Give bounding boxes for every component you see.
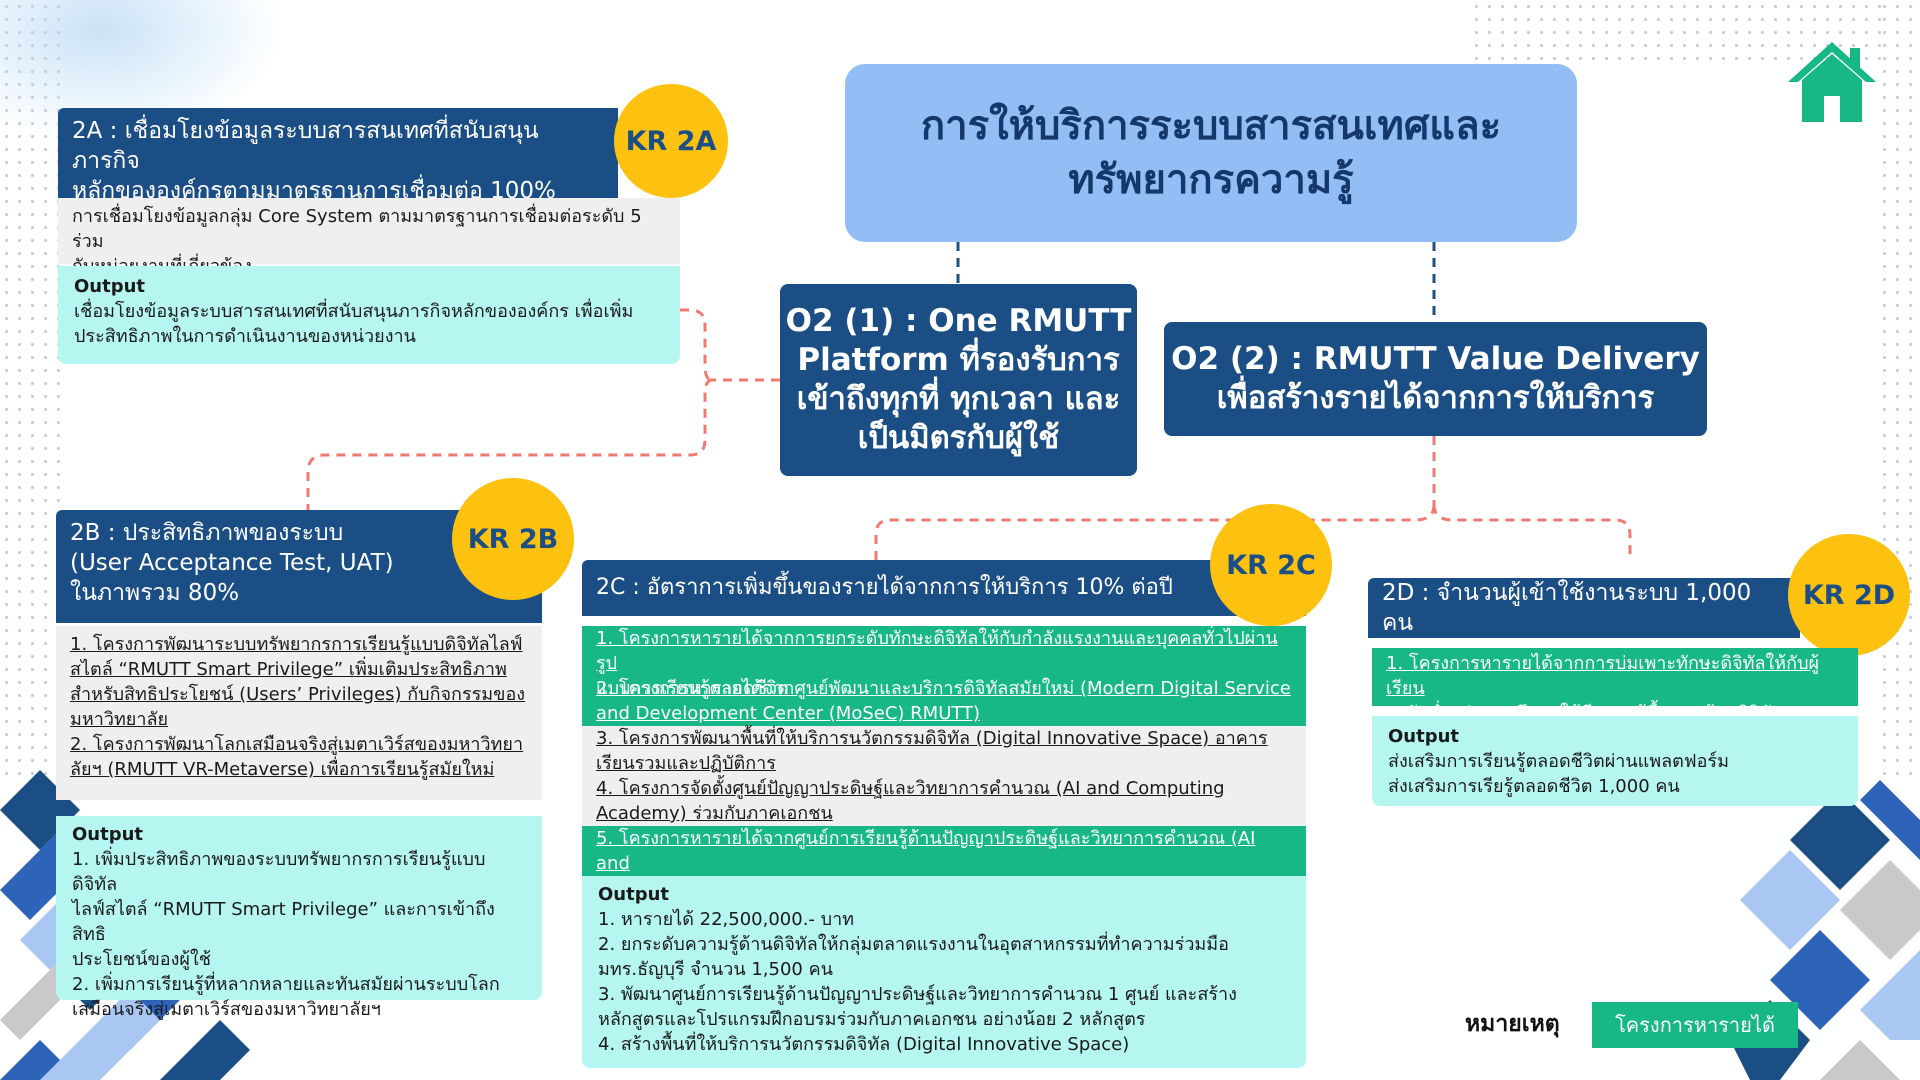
kr2c-project-2[interactable]: 2. โครงการหารายได้จากศูนย์พัฒนาและบริการ… (582, 676, 1306, 726)
objective-o2-1: O2 (1) : One RMUTT Platform ที่รองรับการ… (780, 284, 1137, 476)
legend-label: หมายเหตุ (1465, 1011, 1560, 1037)
kr2a-output: Output เชื่อมโยงข้อมูลระบบสารสนเทศที่สนั… (58, 266, 680, 364)
kr2b-output-label: Output (72, 824, 144, 845)
main-title-box: การให้บริการระบบสารสนเทศและ ทรัพยากรความ… (845, 64, 1577, 242)
kr2b-project-2[interactable]: 2. โครงการพัฒนาโลกเสมือนจริงสู่เมตาเวิร์… (70, 734, 524, 780)
kr2c-badge: KR 2C (1210, 504, 1332, 626)
kr2c-project-3[interactable]: 3. โครงการพัฒนาพื้นที่ให้บริการนวัตกรรมด… (582, 726, 1306, 776)
kr2a-output-label: Output (74, 276, 146, 297)
kr2c-output-text: 1. หารายได้ 22,500,000.- บาท 2. ยกระดับค… (598, 909, 1237, 1055)
kr2d-heading: 2D : จำนวนผู้เข้าใช้งานระบบ 1,000 คน (1368, 578, 1800, 638)
kr2b-output-text: 1. เพิ่มประสิทธิภาพของระบบทรัพยากรการเรี… (72, 849, 500, 1020)
kr2d-output-label: Output (1388, 726, 1460, 747)
kr2d-badge: KR 2D (1788, 534, 1910, 656)
kr2a-detail: การเชื่อมโยงข้อมูลกลุ่ม Core System ตามม… (58, 198, 680, 277)
kr2d-output-text: ส่งเสริมการเรียนรู้ตลอดชีวิตผ่านแพลตฟอร์… (1388, 751, 1729, 797)
kr2b-output: Output 1. เพิ่มประสิทธิภาพของระบบทรัพยาก… (56, 816, 542, 1020)
kr2b-projects: 1. โครงการพัฒนาระบบทรัพยากรการเรียนรู้แบ… (56, 626, 542, 800)
kr2d-project-1[interactable]: 1. โครงการหารายได้จากการบ่มเพาะทักษะดิจิ… (1372, 648, 1858, 724)
kr2c-output: Output 1. หารายได้ 22,500,000.- บาท 2. ย… (582, 876, 1306, 1068)
kr2c-projects: 1. โครงการหารายได้จากการยกระดับทักษะดิจิ… (582, 626, 1306, 899)
main-title: การให้บริการระบบสารสนเทศและ ทรัพยากรความ… (920, 103, 1502, 203)
kr2a-output-text: เชื่อมโยงข้อมูลระบบสารสนเทศที่สนับสนุนภา… (74, 301, 634, 347)
legend-item-income-project: โครงการหารายได้ (1592, 1002, 1798, 1048)
objective-o2-2: O2 (2) : RMUTT Value Delivery เพื่อสร้าง… (1164, 322, 1707, 436)
home-icon[interactable] (1786, 38, 1878, 124)
kr2c-project-1[interactable]: 1. โครงการหารายได้จากการยกระดับทักษะดิจิ… (582, 626, 1306, 699)
kr2b-project-1[interactable]: 1. โครงการพัฒนาระบบทรัพยากรการเรียนรู้แบ… (70, 634, 526, 730)
kr2a-heading: 2A : เชื่อมโยงข้อมูลระบบสารสนเทศที่สนับส… (58, 108, 618, 204)
kr2d-output: Output ส่งเสริมการเรียนรู้ตลอดชีวิตผ่านแ… (1372, 716, 1858, 806)
kr2b-badge: KR 2B (452, 478, 574, 600)
dot-pattern-right (1878, 0, 1920, 780)
kr2c-heading: 2C : อัตราการเพิ่มขึ้นของรายได้จากการให้… (582, 560, 1306, 616)
kr2c-project-5[interactable]: 5. โครงการหารายได้จากศูนย์การเรียนรู้ด้า… (582, 826, 1306, 899)
kr2c-output-label: Output (598, 884, 670, 905)
kr2c-project-4[interactable]: 4. โครงการจัดตั้งศูนย์ปัญญาประดิษฐ์และวิ… (582, 776, 1306, 826)
kr2a-badge: KR 2A (614, 84, 728, 198)
dot-pattern-top-right (1470, 0, 1890, 60)
